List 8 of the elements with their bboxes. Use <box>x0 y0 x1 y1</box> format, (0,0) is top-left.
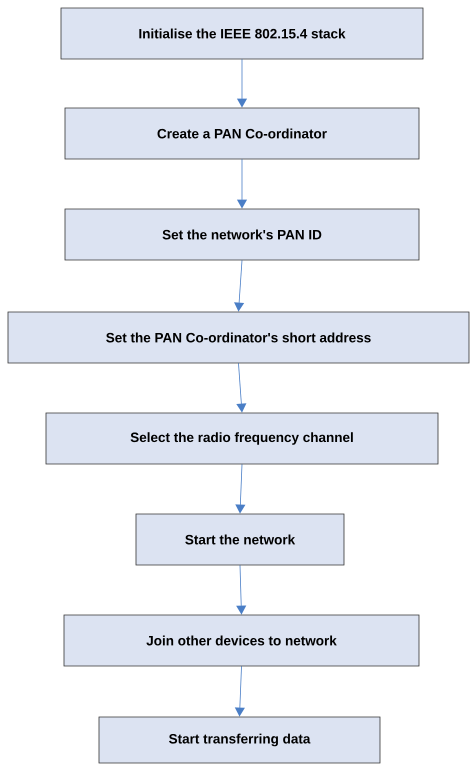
process-box: Select the radio frequency channel <box>46 412 438 464</box>
process-box: Initialise the IEEE 802.15.4 stack <box>60 8 424 60</box>
process-box: Start the network <box>136 514 344 566</box>
process-box: Join other devices to network <box>64 614 420 666</box>
process-box: Set the network's PAN ID <box>64 208 420 260</box>
process-box: Create a PAN Co-ordinator <box>64 108 420 160</box>
process-box: Start transferring data <box>98 716 380 764</box>
process-box: Set the PAN Co-ordinator's short address <box>8 312 470 364</box>
